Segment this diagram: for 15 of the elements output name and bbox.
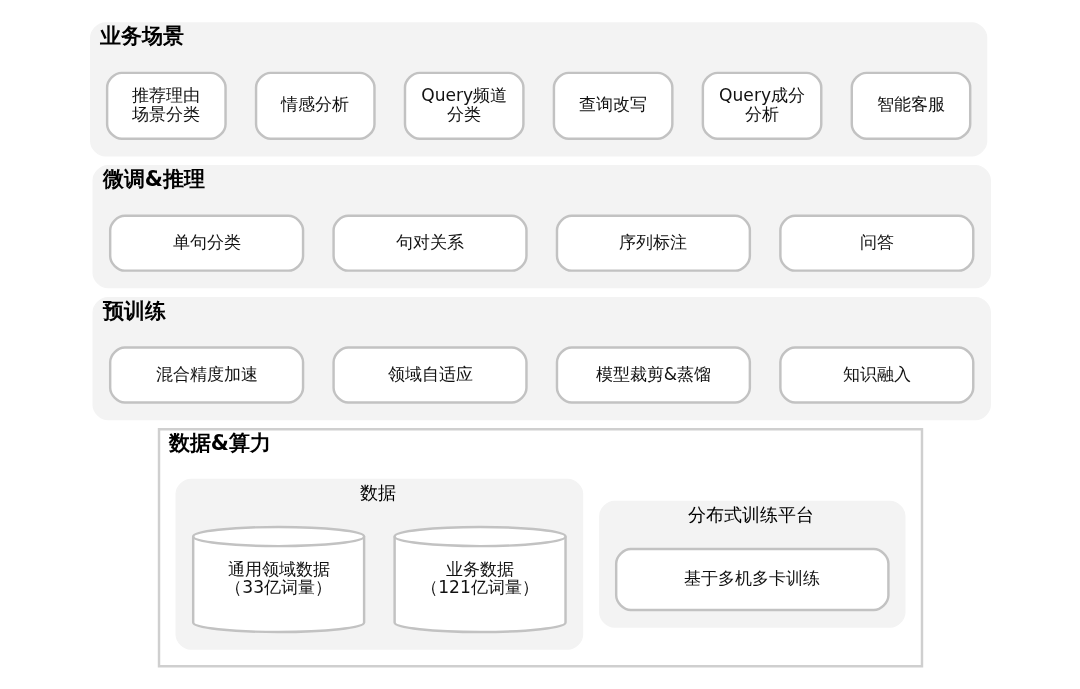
node-box: 序列标注 <box>555 214 751 272</box>
node-box: 单句分类 <box>108 214 304 272</box>
node-box: 领域自适应 <box>331 346 528 404</box>
node-box: 查询改写 <box>552 71 674 140</box>
node-box: 知识融入 <box>778 346 974 404</box>
node-box: 智能客服 <box>850 71 971 140</box>
node-box: 基于多机多卡训练 <box>614 547 890 612</box>
node-box: 模型裁剪&蒸馏 <box>555 346 751 404</box>
node-box: 问答 <box>778 214 974 272</box>
node-box: 混合精度加速 <box>108 346 304 404</box>
node-box: 句对关系 <box>331 214 528 272</box>
node-box: Query频道分类 <box>403 71 525 140</box>
node-box: 推荐理由场景分类 <box>105 71 227 140</box>
node-box: Query成分分析 <box>701 71 822 140</box>
node-box: 情感分析 <box>254 71 376 140</box>
